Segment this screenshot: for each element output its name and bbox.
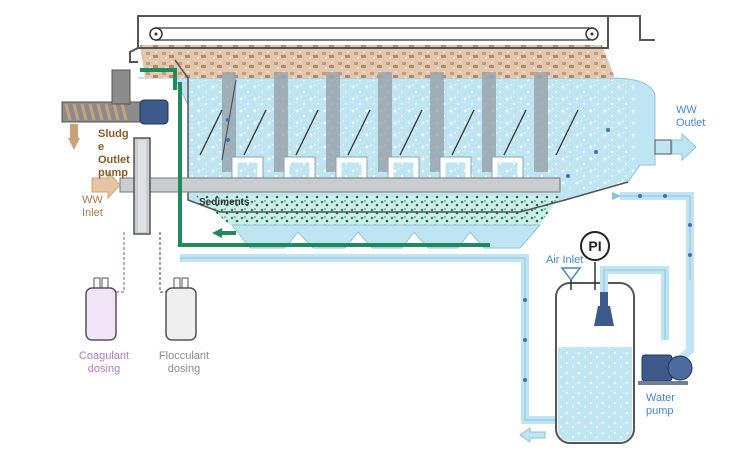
sludge-label-line: e [98, 141, 105, 153]
coagulant-dosing-label: Coagulant dosing [78, 350, 130, 376]
water-pump-label: Water pump [646, 392, 675, 418]
ww-outlet-label: WW Outlet [676, 104, 705, 130]
water-pump-line: Water [646, 392, 675, 404]
sludge-outlet-pump-label: Sludg e Outlet pump [98, 128, 130, 180]
coagulant-line-text: Coagulant [78, 350, 130, 362]
tank-wall-left [129, 16, 139, 63]
sludge-flow-arrow-icon [212, 228, 222, 238]
ww-inlet-line: WW [82, 194, 103, 206]
tank-wall-bottom [174, 59, 629, 213]
coagulant-dosing-tank[interactable] [85, 277, 117, 341]
injection-nozzle [594, 292, 614, 326]
coagulant-line [113, 232, 125, 293]
ww-outlet-line: Outlet [676, 117, 706, 129]
sediment-zone [195, 195, 560, 225]
sediments-label: Sediments [199, 197, 250, 208]
column [430, 72, 444, 172]
ww-outlet-line: WW [676, 104, 697, 116]
ww-inlet-line: Inlet [82, 207, 103, 219]
flotation-tank [138, 77, 656, 249]
pressure-indicator-gauge: PI [580, 231, 610, 290]
tank-wall-right [608, 15, 655, 41]
column [534, 72, 548, 172]
flow-dots [226, 118, 692, 382]
column [378, 72, 392, 172]
sludge-label-line: Sludg [98, 128, 129, 140]
lamella-plates [199, 109, 579, 156]
skimmer-conveyor[interactable] [137, 15, 609, 49]
sludge-chute [111, 69, 131, 105]
pressure-gauge-icon [580, 231, 610, 261]
flocculant-line-text: dosing [167, 363, 201, 375]
sludge-pipe-top [140, 68, 177, 90]
sludge-return-pipe [178, 82, 490, 247]
column [274, 72, 288, 172]
pressurized-return-pipe [180, 254, 555, 424]
coagulant-line-text: dosing [87, 363, 121, 375]
flocculant-dosing-label: Flocculant dosing [156, 350, 212, 376]
pressure-indicator-label: PI [588, 238, 601, 254]
flocculant-line [159, 232, 174, 293]
sludge-label-line: pump [98, 167, 128, 179]
column [326, 72, 340, 172]
distribution-pipes [232, 157, 523, 185]
air-inlet-icon [560, 267, 582, 282]
vessel-outlet-arrow-icon [519, 427, 546, 443]
sludge-hoppers [230, 224, 542, 249]
flocculant-line-text: Flocculant [158, 350, 210, 362]
sludge-outlet-pump[interactable] [61, 69, 169, 150]
saturation-vessel [555, 282, 635, 444]
distribution-pipe-edges [231, 156, 524, 185]
sludge-label-line: Outlet [98, 154, 130, 166]
sludge-pump-icon[interactable] [139, 99, 169, 125]
floated-sludge-layer [140, 45, 615, 78]
column [482, 72, 496, 172]
inlet-manifold [119, 177, 561, 193]
ww-inlet-label: WW Inlet [82, 194, 103, 220]
flash-mixer[interactable] [133, 137, 151, 235]
ww-inlet-arrow-icon [91, 170, 121, 200]
water-pump[interactable] [638, 354, 693, 385]
flocculant-dosing-tank[interactable] [165, 277, 197, 341]
ww-outlet-arrow-icon [654, 132, 697, 162]
lamella-columns [199, 72, 579, 172]
air-inlet-label: Air Inlet [546, 254, 584, 266]
sludge-discharge-arrow-icon [68, 138, 80, 150]
air-inlet[interactable] [560, 267, 582, 290]
water-pump-line: pump [646, 405, 674, 417]
